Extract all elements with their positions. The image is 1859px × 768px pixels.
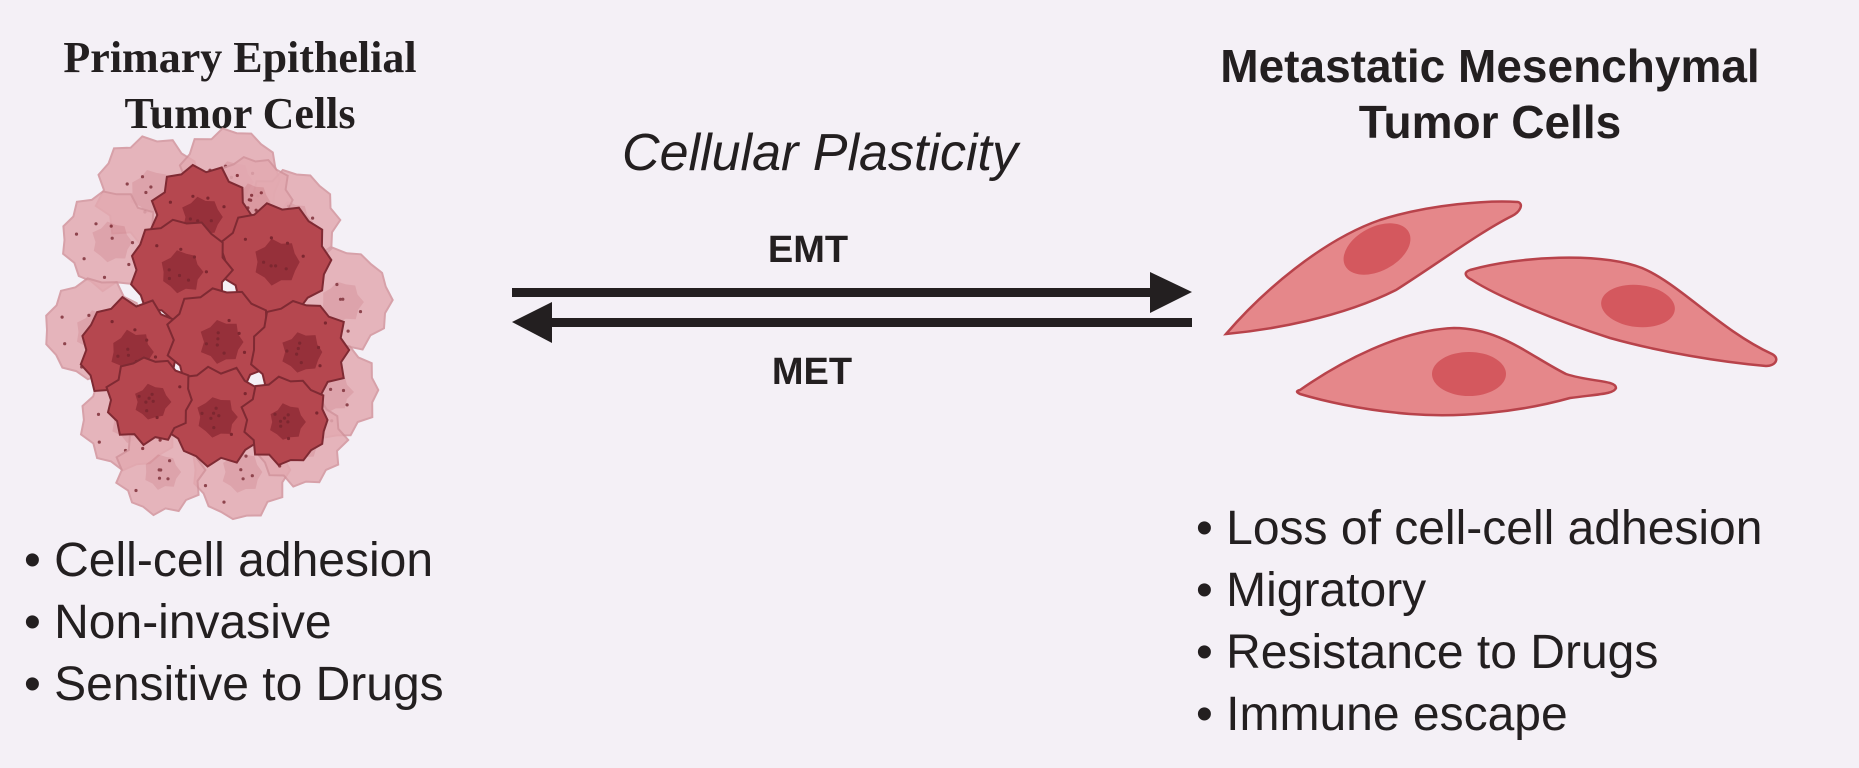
tumor-cell bbox=[115, 426, 207, 517]
tumor-cell bbox=[176, 127, 281, 231]
epithelial-trait-item: Sensitive to Drugs bbox=[24, 654, 444, 716]
tumor-cell bbox=[149, 163, 253, 267]
tumor-cell bbox=[79, 370, 181, 472]
epithelial-title-line1: Primary Epithelial bbox=[63, 33, 417, 82]
epithelial-traits-list: Cell-cell adhesion Non-invasive Sensitiv… bbox=[24, 530, 444, 716]
met-label: MET bbox=[771, 351, 853, 393]
mesenchymal-cell-top bbox=[1223, 200, 1523, 336]
epithelial-trait-item: Cell-cell adhesion bbox=[24, 530, 444, 592]
tumor-cell bbox=[287, 246, 394, 352]
mesenchymal-title-line1: Metastatic Mesenchymal bbox=[1220, 40, 1760, 92]
tumor-cell bbox=[281, 339, 380, 439]
emt-label: EMT bbox=[767, 229, 849, 271]
mesenchymal-trait-item: Loss of cell-cell adhesion bbox=[1196, 498, 1762, 560]
tumor-cell bbox=[94, 135, 209, 248]
tumor-cell bbox=[105, 356, 193, 447]
tumor-cell bbox=[192, 417, 292, 521]
emt-arrow-icon bbox=[512, 272, 1192, 313]
mesenchymal-trait-item: Immune escape bbox=[1196, 684, 1762, 746]
mesenchymal-title-line2: Tumor Cells bbox=[1358, 96, 1622, 148]
tumor-cell bbox=[206, 155, 294, 246]
mesenchymal-cell-right bbox=[1464, 256, 1778, 368]
tumor-cell bbox=[129, 218, 235, 322]
tumor-cell bbox=[255, 394, 350, 488]
mesenchymal-traits-list: Loss of cell-cell adhesion Migratory Res… bbox=[1196, 498, 1762, 746]
background-cells bbox=[45, 127, 394, 521]
tumor-cell bbox=[62, 190, 161, 293]
epithelial-title-line2: Tumor Cells bbox=[124, 89, 356, 138]
tumor-cell bbox=[238, 168, 342, 269]
mesenchymal-trait-item: Migratory bbox=[1196, 560, 1762, 622]
epithelial-title: Primary Epithelial Tumor Cells bbox=[20, 30, 460, 142]
tumor-cell bbox=[45, 277, 148, 381]
tumor-cell bbox=[218, 202, 333, 319]
tumor-cell bbox=[250, 299, 351, 399]
epithelial-trait-item: Non-invasive bbox=[24, 592, 444, 654]
mesenchymal-title: Metastatic Mesenchymal Tumor Cells bbox=[1170, 38, 1810, 150]
mesenchymal-cell-bottom bbox=[1295, 326, 1618, 417]
cellular-plasticity-label: Cellular Plasticity bbox=[622, 124, 1018, 182]
foreground-cells bbox=[79, 163, 351, 468]
tumor-cell bbox=[240, 375, 329, 467]
met-arrow-icon bbox=[512, 302, 1192, 343]
tumor-cell bbox=[166, 287, 274, 396]
tumor-cell bbox=[79, 295, 183, 402]
tumor-cell bbox=[163, 365, 267, 468]
mesenchymal-trait-item: Resistance to Drugs bbox=[1196, 622, 1762, 684]
